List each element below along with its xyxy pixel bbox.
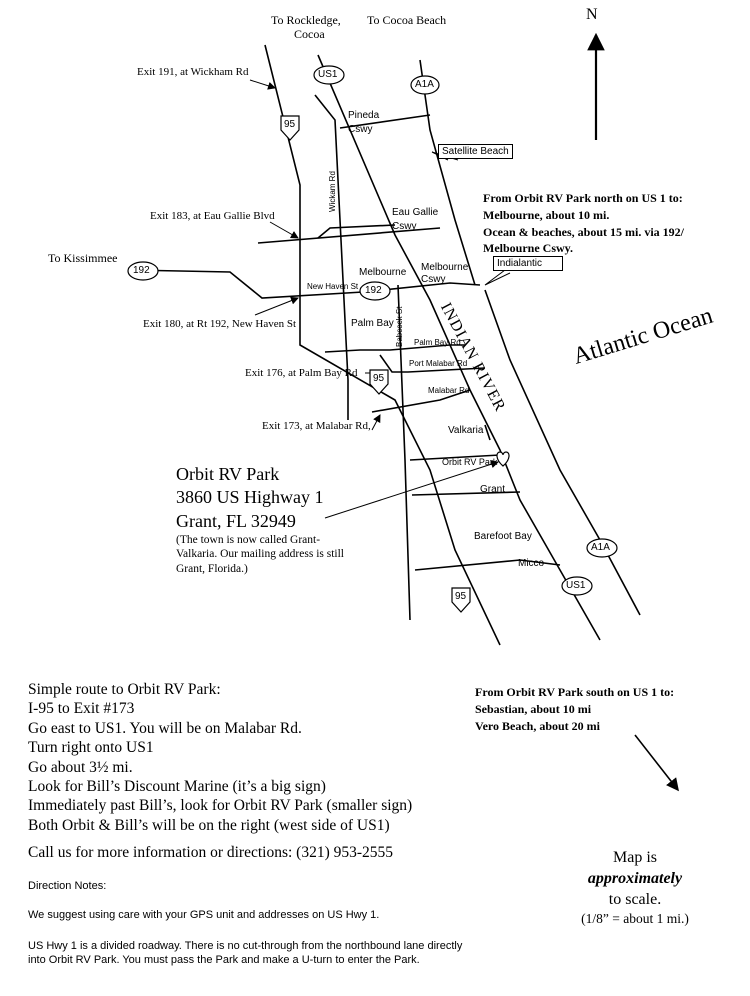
i95-shield-north	[280, 115, 300, 141]
road-label-eau-gallie-1: Eau Gallie	[392, 207, 439, 218]
i95-shield-center	[369, 369, 389, 395]
road-palm-bay	[324, 344, 465, 353]
road-label-melbourne-cswy-2: Cswy	[421, 274, 446, 285]
a1a-label-south: A1A	[591, 542, 610, 553]
park-address: Orbit RV Park 3860 US Highway 1 Grant, F…	[176, 463, 324, 533]
a1a-shield-north	[410, 75, 440, 95]
north-info: From Orbit RV Park north on US 1 to: Mel…	[483, 190, 684, 257]
place-orbit-marker: Orbit RV Park	[442, 457, 498, 467]
south-info-heading: From Orbit RV Park south on US 1 to:	[475, 685, 675, 699]
road-eau-gallie	[257, 227, 441, 244]
road-label-palm-bay-rd: Palm Bay Rd	[414, 338, 461, 347]
compass-n: N	[586, 6, 598, 23]
road-malabar	[371, 389, 471, 413]
park-street: 3860 US Highway 1	[176, 487, 324, 508]
south-info: From Orbit RV Park south on US 1 to: Seb…	[475, 684, 674, 734]
south-info-line2: Vero Beach, about 20 mi	[475, 718, 601, 733]
r192-shield-center	[359, 281, 391, 301]
route-directions: Simple route to Orbit RV Park: I-95 to E…	[28, 680, 412, 835]
i95-label-center: 95	[373, 373, 385, 384]
exit-180: Exit 180, at Rt 192, New Haven St	[143, 318, 297, 330]
notes-p1: We suggest using care with your GPS unit…	[28, 909, 380, 921]
road-port-malabar	[379, 354, 486, 373]
exit-183: Exit 183, at Eau Gallie Blvd	[150, 210, 275, 222]
road-i95	[264, 44, 501, 646]
road-us1	[317, 54, 601, 641]
park-city: Grant, FL 32949	[176, 510, 296, 531]
road-wickham	[314, 94, 349, 420]
road-pineda	[339, 114, 431, 129]
route-title: Simple route to Orbit RV Park:	[28, 681, 221, 698]
road-label-port-malabar: Port Malabar Rd	[409, 359, 468, 368]
us1-label-south: US1	[566, 580, 586, 591]
scale-line3: to scale.	[608, 890, 662, 908]
us1-shield-north	[313, 65, 345, 85]
exit-191: Exit 191, at Wickham Rd	[137, 66, 249, 78]
r192-label-west: 192	[133, 265, 150, 276]
road-label-melbourne-cswy-1: Melbourne	[421, 262, 469, 273]
call-info: Call us for more information or directio…	[28, 844, 394, 861]
road-label-new-haven: New Haven St	[307, 282, 359, 291]
park-note: (The town is now called Grant-Valkaria. …	[176, 534, 344, 575]
north-info-line1: Melbourne, about 10 mi.	[483, 207, 610, 222]
place-palm-bay: Palm Bay	[351, 318, 394, 329]
place-kissimmee: To Kissimmee	[48, 251, 118, 265]
route-step: Go east to US1. You will be on Malabar R…	[28, 719, 302, 737]
place-melbourne: Melbourne	[359, 267, 407, 278]
route-step: Turn right onto US1	[28, 739, 154, 757]
place-rockledge: To Rockledge,	[271, 13, 341, 27]
river-east-shore	[484, 289, 641, 616]
road-label-wickham: Wickam Rd	[328, 171, 337, 212]
road-grant	[411, 491, 521, 496]
place-cocoa: Cocoa	[294, 27, 325, 41]
route-step: Immediately past Bill’s, look for Orbit …	[28, 797, 413, 815]
a1a-shield-south	[586, 538, 618, 558]
road-a1a	[419, 59, 476, 286]
us1-label-north: US1	[318, 69, 338, 80]
route-step: Look for Bill’s Discount Marine (it’s a …	[28, 777, 326, 795]
road-babcock	[397, 284, 411, 621]
us1-shield-south	[561, 576, 593, 596]
i95-label-south: 95	[455, 591, 467, 602]
south-info-line1: Sebastian, about 10 mi	[475, 701, 592, 716]
scale-note: Map is approximately to scale. (1/8” = a…	[560, 848, 710, 928]
north-info-line2: Ocean & beaches, about 15 mi. via 192/	[483, 224, 684, 239]
place-micco: Micco	[518, 558, 545, 569]
north-info-line3: Melbourne Cswy.	[483, 241, 573, 256]
notes-heading: Direction Notes:	[28, 880, 107, 892]
place-cocoa-beach: To Cocoa Beach	[367, 13, 447, 27]
route-step: Both Orbit & Bill’s will be on the right…	[28, 816, 390, 834]
notes-p2: US Hwy 1 is a divided roadway. There is …	[28, 940, 463, 967]
park-marker-icon	[496, 451, 510, 467]
r192-label-center: 192	[365, 285, 382, 296]
route-step: Go about 3½ mi.	[28, 758, 133, 776]
scale-line2: approximately	[560, 869, 710, 890]
r192-shield-west	[127, 261, 159, 281]
road-label-babcock: Babcock St	[395, 306, 404, 347]
i95-shield-south	[451, 587, 471, 613]
route-step: I-95 to Exit #173	[28, 700, 135, 718]
callout-satellite-beach: Satellite Beach	[438, 144, 513, 159]
scale-emphasis: approximately	[587, 869, 683, 887]
place-barefoot-bay: Barefoot Bay	[474, 531, 532, 542]
road-micco	[414, 559, 561, 571]
road-192	[129, 269, 481, 299]
road-valkaria	[409, 454, 501, 461]
i95-label-north: 95	[284, 119, 296, 130]
road-label-pineda-2: Cswy	[348, 124, 373, 135]
a1a-label-north: A1A	[415, 79, 434, 90]
road-label-pineda-1: Pineda	[348, 110, 380, 121]
park-name: Orbit RV Park	[176, 464, 280, 484]
north-info-heading: From Orbit RV Park north on US 1 to:	[483, 191, 683, 205]
scale-line1: Map is	[613, 849, 657, 866]
road-label-eau-gallie-2: Cswy	[392, 221, 417, 232]
place-grant: Grant	[480, 484, 506, 495]
exit-173: Exit 173, at Malabar Rd,	[262, 420, 371, 432]
road-label-malabar: Malabar Rd	[428, 386, 470, 395]
place-valkaria: Valkaria	[448, 425, 484, 436]
scale-line4: (1/8” = about 1 mi.)	[581, 911, 689, 927]
exit-176: Exit 176, at Palm Bay Rd	[245, 367, 358, 379]
callout-indialantic: Indialantic	[493, 256, 563, 271]
